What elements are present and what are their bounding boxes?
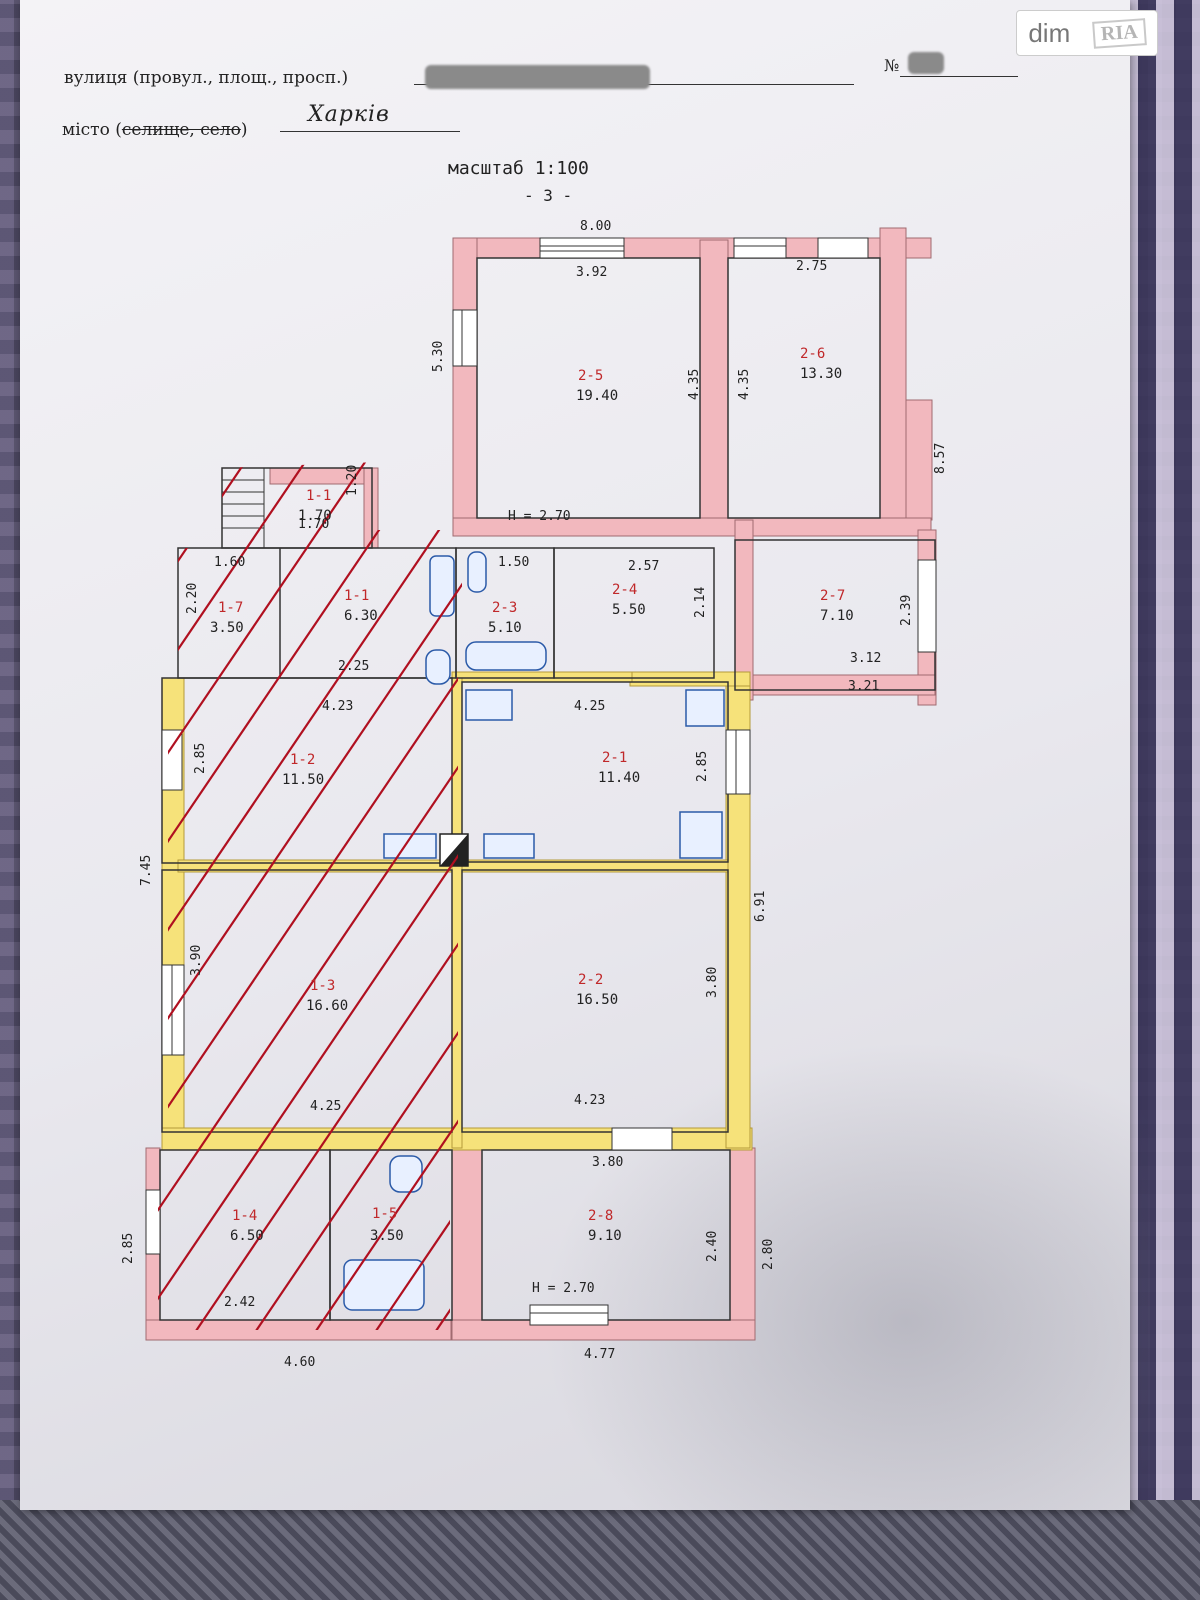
dimension: 3.12 xyxy=(850,651,881,666)
fixtures xyxy=(343,551,725,1311)
room-id: 1-3 xyxy=(310,978,335,994)
number-label: № xyxy=(884,56,900,75)
interior-partitions xyxy=(159,257,936,1321)
stairs xyxy=(221,467,265,549)
dimension: 4.23 xyxy=(574,1093,605,1108)
room-id: 2-8 xyxy=(588,1208,613,1224)
room-area: 16.50 xyxy=(576,992,618,1008)
number-redaction xyxy=(908,52,944,74)
dimension: H = 2.70 xyxy=(532,1281,595,1296)
dimension: 4.35 xyxy=(737,369,752,400)
watermark-dim: dim xyxy=(1028,17,1071,48)
dimension: 2.85 xyxy=(193,743,208,774)
walls-pink xyxy=(145,227,937,1341)
dimension: 3.92 xyxy=(576,265,607,280)
room-id: 1-2 xyxy=(290,752,315,768)
dimension: 2.80 xyxy=(761,1239,776,1270)
room-id: 2-5 xyxy=(578,368,603,384)
dimension: 4.23 xyxy=(322,699,353,714)
room-id: 2-4 xyxy=(612,582,637,598)
city-label: місто (селище, село) xyxy=(62,120,248,140)
dimension-labels: 8.00 3.92 2.75 5.30 4.35 4.35 8.57 H = 2… xyxy=(121,219,948,1370)
room-area: 3.50 xyxy=(370,1228,404,1244)
city-value: Харків xyxy=(308,102,390,127)
dimension: 2.25 xyxy=(338,659,369,674)
room-area: 5.10 xyxy=(488,620,522,636)
room-id: 2-2 xyxy=(578,972,603,988)
dimension: 2.20 xyxy=(185,583,200,614)
dimension: 1.50 xyxy=(498,555,529,570)
dimension: 1.20 xyxy=(345,465,360,496)
dimension: 4.25 xyxy=(310,1099,341,1114)
shadow-overlay xyxy=(540,1040,1150,1510)
street-redaction xyxy=(425,65,650,89)
room-area: 3.50 xyxy=(210,620,244,636)
room-id: 2-6 xyxy=(800,346,825,362)
room-id: 2-1 xyxy=(602,750,627,766)
room-area: 6.30 xyxy=(344,608,378,624)
room-area: 11.50 xyxy=(282,772,324,788)
room-labels: 2-5 19.40 2-6 13.30 1-1 1.70 1-7 3.50 1-… xyxy=(210,346,854,1244)
street-label: вулиця (провул., площ., просп.) xyxy=(64,68,349,88)
room-area: 7.10 xyxy=(820,608,854,624)
dimension: 1.70 xyxy=(298,517,329,532)
dimension: 1.60 xyxy=(214,555,245,570)
dimension: 3.90 xyxy=(189,945,204,976)
dimension: 3.80 xyxy=(592,1155,623,1170)
room-area: 19.40 xyxy=(576,388,618,404)
dimension: 2.57 xyxy=(628,559,659,574)
dimension: 2.85 xyxy=(121,1233,136,1264)
background-fabric-right xyxy=(1120,0,1200,1500)
page-number: - 3 - xyxy=(524,186,573,205)
room-area: 6.50 xyxy=(230,1228,264,1244)
room-id: 1-4 xyxy=(232,1208,257,1224)
scale-label: масштаб 1:100 xyxy=(448,158,589,179)
dimension: 4.60 xyxy=(284,1355,315,1370)
room-id: 2-3 xyxy=(492,600,517,616)
room-id: 1-1 xyxy=(306,488,331,504)
background-fabric-bottom xyxy=(0,1500,1200,1600)
dimension: H = 2.70 xyxy=(508,509,571,524)
room-area: 11.40 xyxy=(598,770,640,786)
dimension: 2.14 xyxy=(693,587,708,618)
dimension: 4.25 xyxy=(574,699,605,714)
room-area: 5.50 xyxy=(612,602,646,618)
room-id: 1-5 xyxy=(372,1206,397,1222)
dimension: 2.40 xyxy=(705,1231,720,1262)
room-area: 9.10 xyxy=(588,1228,622,1244)
city-underline xyxy=(280,131,460,132)
dimension: 4.35 xyxy=(687,369,702,400)
dimria-watermark: dim RIA xyxy=(1016,10,1158,56)
number-underline xyxy=(900,76,1018,77)
dimension: 6.91 xyxy=(753,891,768,922)
dimension: 8.57 xyxy=(933,443,948,474)
room-id: 1-7 xyxy=(218,600,243,616)
dimension: 8.00 xyxy=(580,219,611,234)
dimension: 2.42 xyxy=(224,1295,255,1310)
room-area: 13.30 xyxy=(800,366,842,382)
dimension: 3.80 xyxy=(705,967,720,998)
walls-yellow xyxy=(161,671,753,1151)
room-id: 1-1 xyxy=(344,588,369,604)
dimension: 2.75 xyxy=(796,259,827,274)
dimension: 3.21 xyxy=(848,679,879,694)
dimension: 2.39 xyxy=(899,595,914,626)
windows xyxy=(145,237,937,1326)
dimension: 2.85 xyxy=(695,751,710,782)
room-area: 1.70 xyxy=(298,508,332,524)
room-area: 16.60 xyxy=(306,998,348,1014)
dimension: 7.45 xyxy=(139,855,154,886)
room-id: 2-7 xyxy=(820,588,845,604)
dimension: 5.30 xyxy=(431,341,446,372)
dimension: 4.77 xyxy=(584,1347,615,1362)
